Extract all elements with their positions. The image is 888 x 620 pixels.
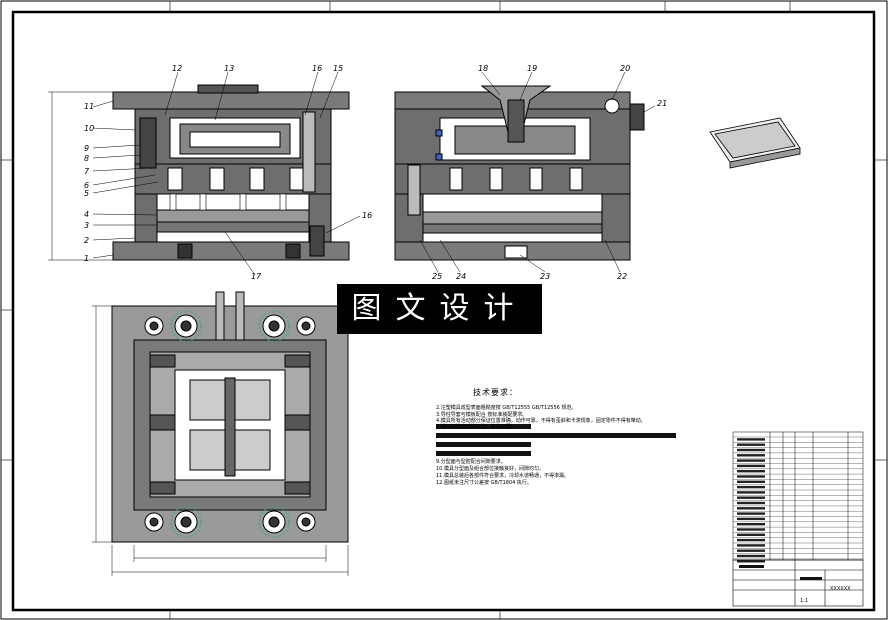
part-balloon-label: 9 bbox=[84, 144, 90, 153]
part-balloon-label: 23 bbox=[540, 272, 551, 281]
part-balloon-label: 19 bbox=[527, 64, 538, 73]
part-balloon-label: 5 bbox=[84, 189, 90, 198]
watermark-banner: 图文设计 bbox=[337, 284, 542, 334]
part-balloon-label: 20 bbox=[620, 64, 631, 73]
part-balloon-label: 21 bbox=[657, 99, 668, 108]
tech-requirement-note: 9.分型面与型腔配合间隙要求。 bbox=[436, 459, 506, 465]
title-block-name: XXXXXX bbox=[830, 586, 851, 592]
tech-requirement-note: 11.模具总装后各部件符合要求，冷却水道畅通，不得渗漏。 bbox=[436, 473, 569, 479]
tech-requirement-note: 10.模具分型面及组合部位接触良好，间隙均匀。 bbox=[436, 466, 544, 472]
part-balloon-label: 25 bbox=[432, 272, 443, 281]
part-balloon-label: 12 bbox=[172, 64, 183, 73]
part-balloon-label: 8 bbox=[84, 154, 90, 163]
title-block bbox=[732, 559, 864, 607]
tech-requirement-note: 2.注塑模具成型表面粗糙度按 GB/T12555 GB/T12556 规范。 bbox=[436, 405, 577, 411]
part-balloon-label: 16 bbox=[362, 211, 373, 220]
part-balloon-label: 6 bbox=[84, 181, 90, 190]
tech-requirement-note: 5.推杆在推出时应平稳，复位可靠。 bbox=[436, 424, 516, 430]
part-balloon-label: 10 bbox=[84, 124, 95, 133]
tech-requirement-note: 4.模具所有活动部分保证位置准确，动作可靠，不得有歪斜和卡滞现象，固定零件不得有… bbox=[436, 418, 646, 424]
tech-requirement-note: 3.导柱导套与模板配合 按标准装配要求。 bbox=[436, 412, 528, 418]
part-balloon-label: 15 bbox=[333, 64, 344, 73]
bom-table bbox=[732, 431, 864, 561]
front-section-view bbox=[112, 84, 350, 261]
part-balloon-label: 17 bbox=[251, 272, 262, 281]
part-isometric bbox=[709, 117, 801, 169]
tech-requirement-note: 12.图纸未注尺寸公差按 GB/T1804 执行。 bbox=[436, 480, 532, 486]
part-balloon-label: 3 bbox=[84, 221, 90, 230]
tech-requirements-title: 技术要求： bbox=[473, 388, 518, 397]
plan-view bbox=[111, 291, 349, 543]
part-balloon-label: 2 bbox=[84, 236, 90, 245]
part-balloon-label: 24 bbox=[456, 272, 467, 281]
side-section-view bbox=[394, 85, 645, 261]
part-balloon-label: 18 bbox=[478, 64, 489, 73]
part-balloon-label: 13 bbox=[224, 64, 235, 73]
part-balloon-label: 16 bbox=[312, 64, 323, 73]
title-block-scale: 1:1 bbox=[800, 598, 809, 604]
sheet-border bbox=[11, 10, 876, 612]
part-balloon-label: 1 bbox=[84, 254, 90, 263]
part-balloon-label: 4 bbox=[84, 210, 90, 219]
part-balloon-label: 22 bbox=[617, 272, 628, 281]
part-balloon-label: 11 bbox=[84, 102, 95, 111]
part-balloon-label: 7 bbox=[84, 167, 90, 176]
